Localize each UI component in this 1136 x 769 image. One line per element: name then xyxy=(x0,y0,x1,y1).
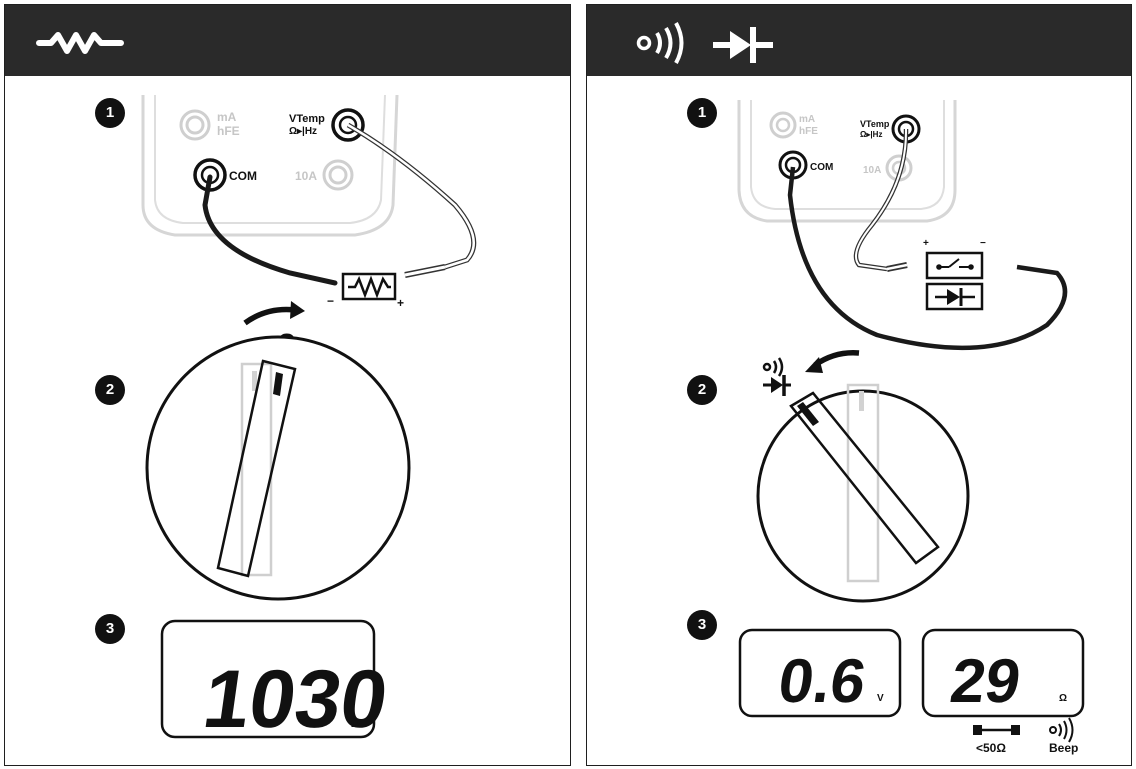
switch-component-box xyxy=(925,251,984,280)
probe-plus-label: + xyxy=(397,296,404,310)
beep-label: Beep xyxy=(1049,741,1078,755)
jack-10a-icon xyxy=(322,159,354,191)
beep-icon xyxy=(1049,717,1074,743)
continuity-diode-panel: 1 2 3 mA hFE VTemp Ω▸|Hz COM 10A xyxy=(586,4,1132,766)
black-test-lead xyxy=(787,166,1068,351)
meter-body-outline xyxy=(141,94,399,237)
resistance-panel: 1 2 3 mA hFE VTemp Ω▸|Hz COM 10A xyxy=(4,4,571,766)
probe-minus-label: − xyxy=(327,294,334,308)
lcd-diode-display xyxy=(738,628,902,718)
switch-symbol-icon xyxy=(936,258,974,270)
jack-com-label: COM xyxy=(810,162,833,173)
jack-10a-label: 10A xyxy=(295,169,317,183)
jack-com-label: COM xyxy=(229,169,257,183)
lcd-continuity-reading: 29 xyxy=(946,647,1025,716)
continuity-diode-header xyxy=(587,5,1131,76)
black-test-lead xyxy=(202,174,338,286)
jack-hfe-label: hFE xyxy=(799,126,818,137)
dial-pointer xyxy=(216,359,297,578)
jack-ma-icon xyxy=(769,111,797,139)
diode-selector-icon xyxy=(763,375,791,396)
lcd-continuity-display xyxy=(921,628,1085,718)
lcd-display xyxy=(160,619,376,739)
short-circuit-icon xyxy=(973,725,1020,735)
jack-ohm-label: Ω▸|Hz xyxy=(289,126,317,137)
step-2-badge: 2 xyxy=(687,375,717,405)
rotate-counterclockwise-arrow-icon xyxy=(813,350,860,368)
jack-10a-label: 10A xyxy=(863,165,881,176)
step-3-badge: 3 xyxy=(687,610,717,640)
rotary-dial xyxy=(145,335,411,601)
resistor-icon xyxy=(36,32,124,54)
lcd-reading: 1030 xyxy=(198,653,393,745)
step-3-badge: 3 xyxy=(95,614,125,644)
step-2-badge: 2 xyxy=(95,375,125,405)
probe-minus-label: − xyxy=(980,238,986,249)
rotate-clockwise-arrow-icon xyxy=(243,306,296,326)
sound-wave-icon xyxy=(636,22,684,64)
diode-symbol-icon xyxy=(935,288,975,306)
continuity-symbol-icon xyxy=(762,357,784,377)
red-test-lead xyxy=(347,123,475,269)
resistance-header xyxy=(5,5,570,76)
lcd-diode-reading: 0.6 xyxy=(774,647,870,716)
jack-vtemp-label: VTemp xyxy=(860,119,890,129)
continuity-threshold-label: <50Ω xyxy=(976,741,1006,755)
continuity-diode-illustration: mA hFE VTemp Ω▸|Hz COM 10A xyxy=(737,100,1085,755)
jack-ma-icon xyxy=(179,109,211,141)
diode-icon xyxy=(713,27,773,63)
dial-previous-position xyxy=(846,383,880,583)
resistor-symbol-icon xyxy=(348,275,391,299)
jack-hfe-label: hFE xyxy=(217,124,240,138)
jack-vtemp-label: VTemp xyxy=(289,113,325,125)
probe-plus-label: + xyxy=(923,238,929,249)
jack-ma-label: mA xyxy=(799,114,815,125)
step-1-badge: 1 xyxy=(687,98,717,128)
lcd-diode-unit: V xyxy=(877,693,884,704)
jack-ohm-label: Ω▸|Hz xyxy=(860,130,882,139)
lcd-unit: Ω xyxy=(351,718,360,730)
step-1-badge: 1 xyxy=(95,98,125,128)
resistance-illustration: mA hFE VTemp Ω▸|Hz COM 10A − + xyxy=(141,94,477,745)
red-test-lead xyxy=(855,128,908,270)
meter-body-outline xyxy=(737,100,957,223)
dial-pointer xyxy=(789,391,940,565)
jack-ma-label: mA xyxy=(217,110,237,124)
lcd-continuity-unit: Ω xyxy=(1059,693,1067,704)
